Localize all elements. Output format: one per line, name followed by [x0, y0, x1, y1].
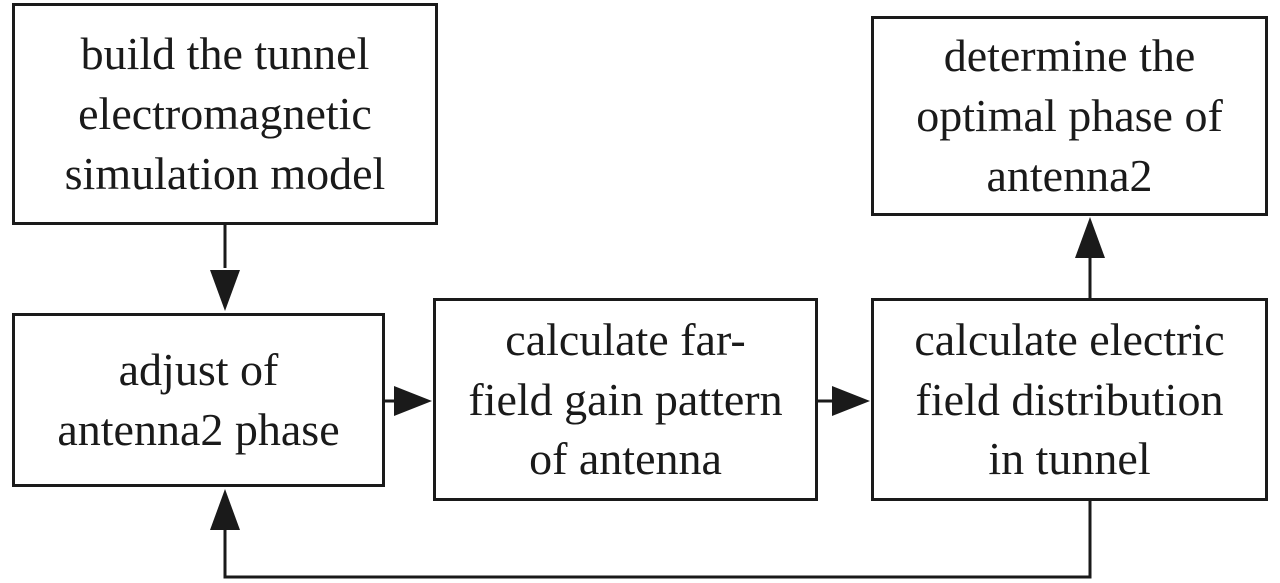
node-label-line: antenna2 phase	[57, 404, 340, 455]
node-label-line: determine the	[943, 30, 1196, 82]
arrowhead-adjust-to-farfield	[394, 386, 432, 416]
node-calculate-far-field-gain: calculate far- field gain pattern of ant…	[433, 298, 818, 501]
node-label-line: antenna2	[986, 149, 1153, 201]
node-label-line: of antenna	[529, 433, 722, 485]
node-label-line: calculate electric	[914, 313, 1225, 365]
node-calculate-electric-field: calculate electric field distribution in…	[871, 298, 1268, 501]
arrowhead-farfield-to-electric	[832, 386, 870, 416]
arrowhead-electric-to-adjust	[210, 489, 240, 530]
node-label-line: simulation model	[64, 147, 386, 199]
node-label-line: build the tunnel	[80, 28, 370, 80]
node-label-line: field gain pattern	[468, 373, 783, 425]
node-label-line: in tunnel	[988, 433, 1151, 485]
node-adjust-antenna-phase: adjust of antenna2 phase	[12, 313, 385, 487]
node-label-line: field distribution	[915, 373, 1224, 425]
node-build-simulation-model: build the tunnel electromagnetic simulat…	[12, 3, 438, 225]
node-label-line: optimal phase of	[916, 90, 1223, 142]
node-label-line: electromagnetic	[78, 88, 372, 140]
node-label-line: calculate far-	[505, 313, 746, 365]
arrow-electric-to-adjust	[223, 501, 1092, 579]
node-determine-optimal-phase: determine the optimal phase of antenna2	[871, 16, 1268, 216]
arrowhead-build-to-adjust	[210, 270, 240, 311]
node-label-line: adjust of	[118, 344, 279, 396]
arrowhead-electric-to-determine	[1075, 217, 1105, 258]
